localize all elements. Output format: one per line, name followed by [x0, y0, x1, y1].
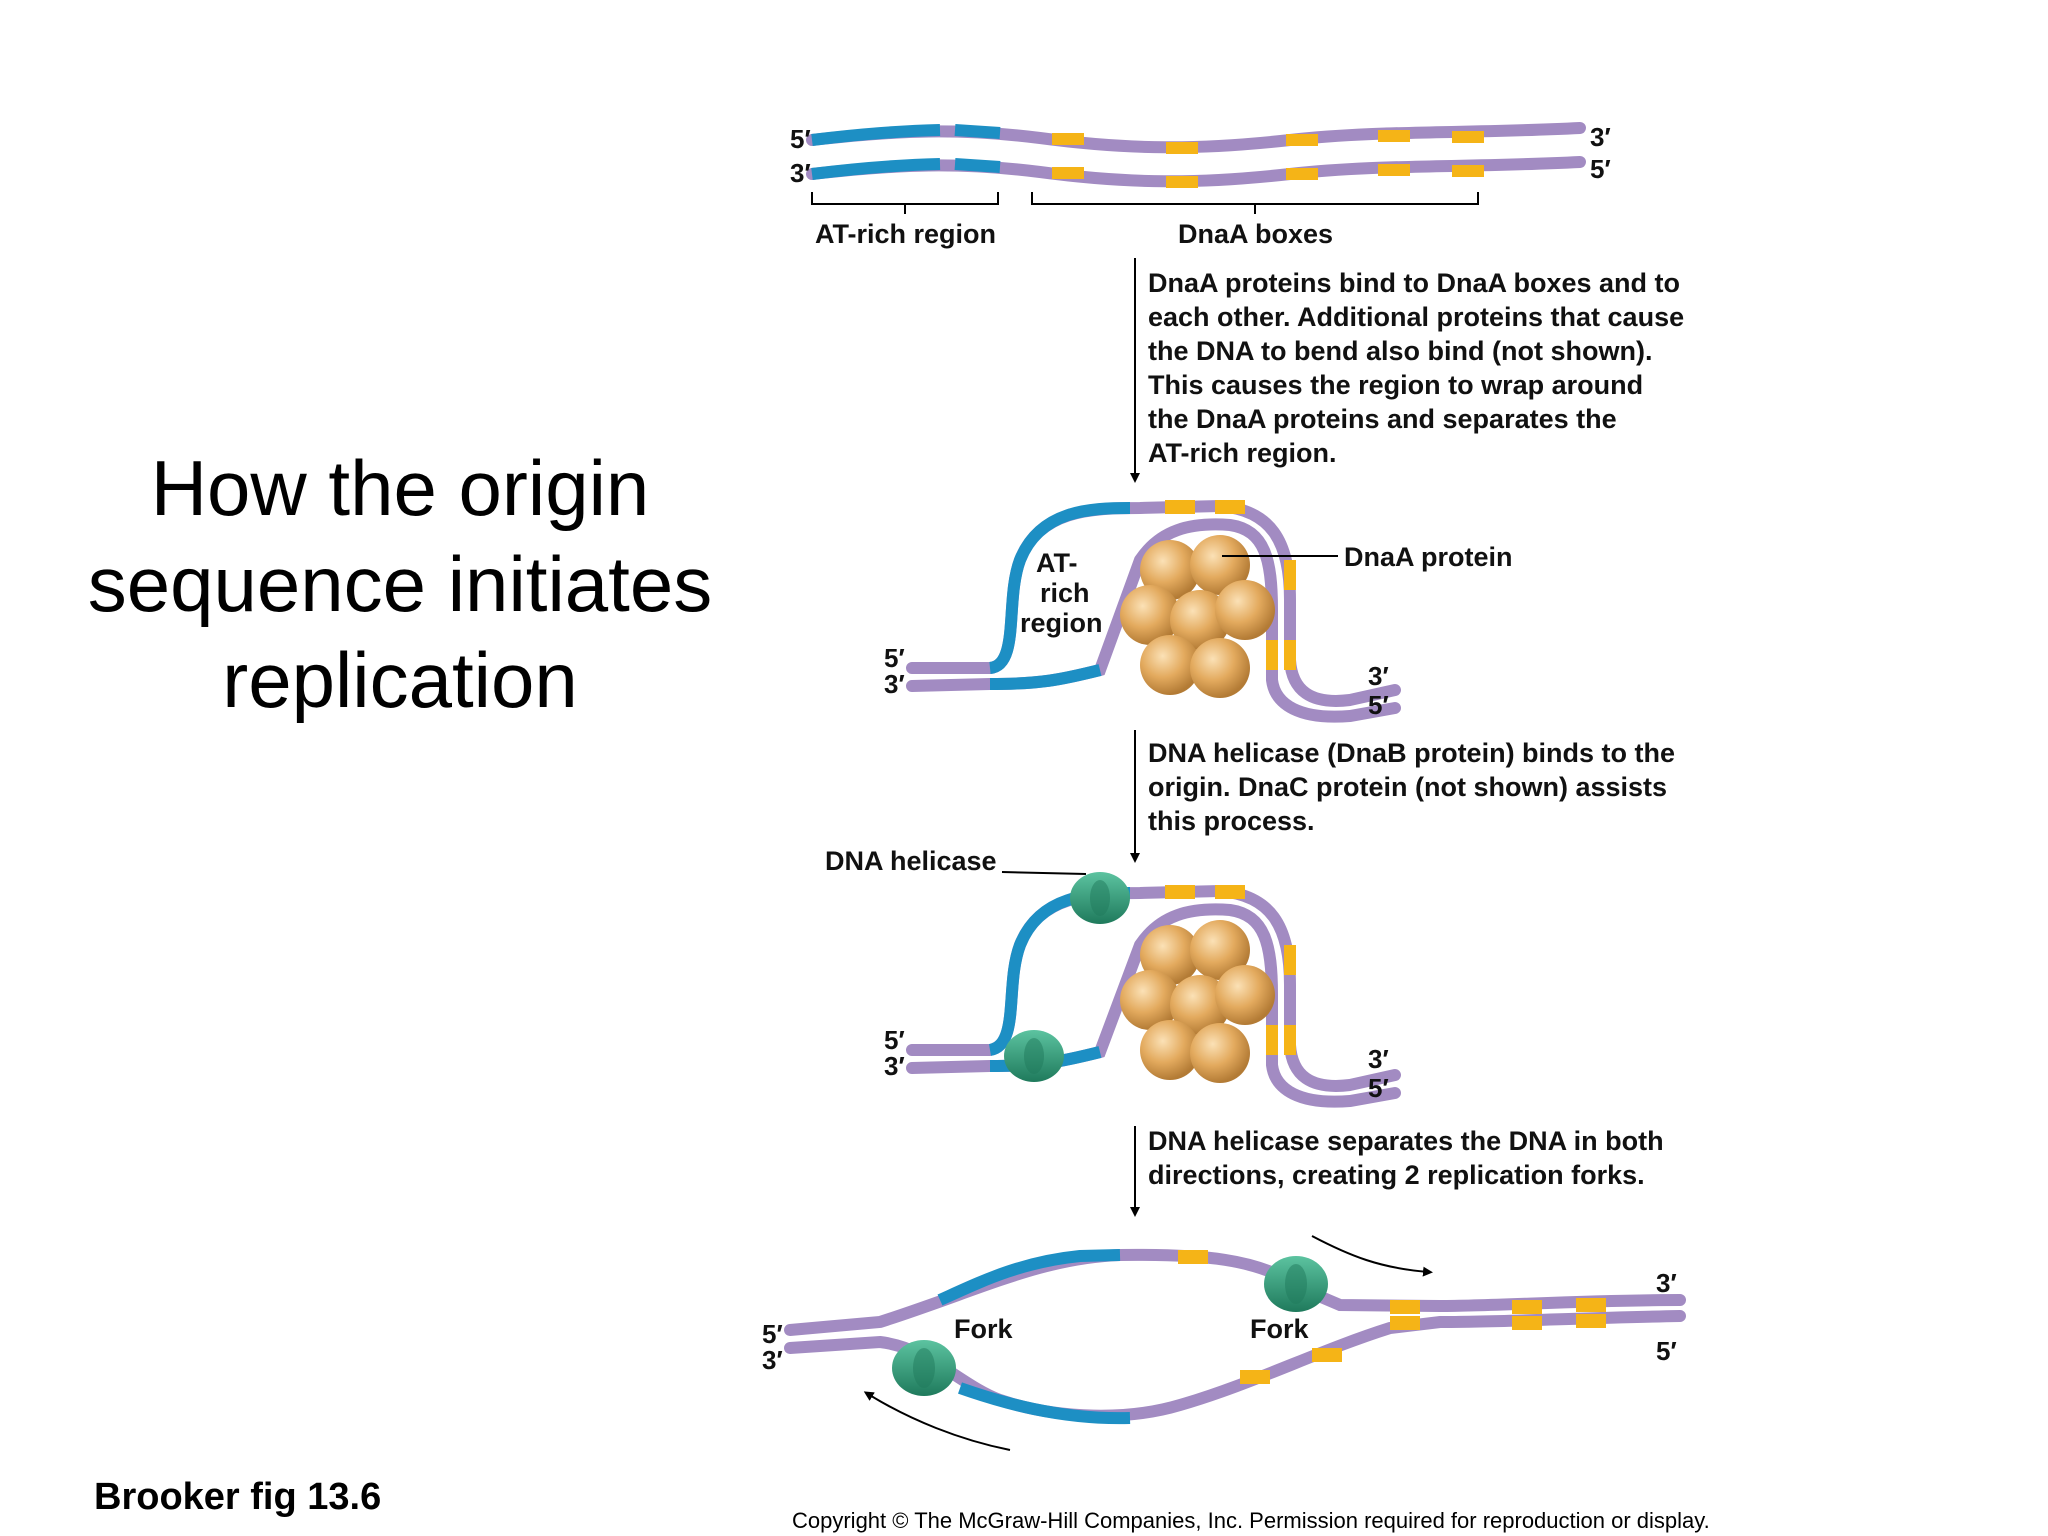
title-line-2: sequence initiates: [87, 540, 713, 628]
stage3-3prime-right: 3′: [1368, 1044, 1389, 1074]
dnaa-protein-label: DnaA protein: [1344, 542, 1513, 572]
stage2-3prime-left: 3′: [884, 669, 905, 699]
at-rich-bracket: [811, 192, 999, 214]
stage2-dnaa-protein-cluster: [1120, 535, 1275, 698]
stage1-3prime-left: 3′: [790, 158, 811, 188]
stage3-dnaa-boxes: [1165, 885, 1296, 1055]
stage3-helicase-top: [1070, 872, 1130, 924]
step-1-text: DnaA proteins bind to DnaA boxes and to …: [1148, 268, 1689, 468]
stage-2-dna: AT- rich region DnaA protein 5′ 3′ 3′ 5′: [884, 499, 1513, 723]
stage1-3prime-right: 3′: [1590, 122, 1611, 152]
stage4-3prime-left: 3′: [762, 1345, 783, 1375]
stage-4-dna: Fork Fork 5′ 3′ 3′ 5′: [762, 1235, 1686, 1451]
stage1-5prime-right: 5′: [1590, 154, 1611, 184]
stage4-5prime-right: 5′: [1656, 1336, 1677, 1366]
stage3-5prime-left: 5′: [884, 1025, 905, 1055]
stage4-dnaa-boxes: [1178, 1250, 1606, 1384]
dna-helicase-label: DNA helicase: [825, 846, 997, 876]
dnaa-boxes-bracket: [1031, 192, 1479, 214]
fork-left-direction-arrow: [863, 1391, 1011, 1451]
stage2-dnaa-boxes: [1165, 500, 1296, 670]
stage-3-dna: DNA helicase 5′ 3′ 3′ 5′: [825, 846, 1401, 1108]
fork-left-label: Fork: [954, 1314, 1013, 1344]
stage4-3prime-right: 3′: [1656, 1268, 1677, 1298]
fork-right-direction-arrow: [1311, 1235, 1433, 1277]
dnaa-box-segments: [1052, 130, 1484, 188]
stage4-5prime-left: 5′: [762, 1319, 783, 1349]
copyright-notice: Copyright © The McGraw-Hill Companies, I…: [792, 1508, 1710, 1533]
stage4-helicase-left: [892, 1340, 956, 1396]
dnaa-boxes-label: DnaA boxes: [1178, 219, 1333, 249]
slide-title: How the origin sequence initiates replic…: [40, 440, 760, 728]
stage2-5prime-right: 5′: [1368, 690, 1389, 720]
stage2-at-rich-label: AT- rich region: [1020, 548, 1103, 638]
figure-reference: Brooker fig 13.6: [94, 1476, 382, 1518]
at-rich-region-label: AT-rich region: [815, 219, 996, 249]
at-rich-segments: [811, 124, 1001, 180]
stage3-5prime-right: 5′: [1368, 1073, 1389, 1103]
stage-1-dna: 5′ 3′ 3′ 5′ AT-rich region DnaA boxes: [790, 122, 1611, 249]
stage2-5prime-left: 5′: [884, 643, 905, 673]
stage3-helicase-bottom: [1004, 1030, 1064, 1082]
helicase-leader: [1001, 871, 1087, 875]
stage3-3prime-left: 3′: [884, 1051, 905, 1081]
stage2-3prime-right: 3′: [1368, 661, 1389, 691]
step-2-text: DNA helicase (DnaB protein) binds to the…: [1148, 738, 1680, 836]
title-line-3: replication: [222, 636, 578, 724]
stage4-helicase-right: [1264, 1256, 1328, 1312]
step-3-text: DNA helicase separates the DNA in both d…: [1148, 1126, 1668, 1190]
stage1-5prime-left: 5′: [790, 124, 811, 154]
title-line-1: How the origin: [150, 444, 650, 532]
stage3-dnaa-protein-cluster: [1120, 920, 1275, 1083]
fork-right-label: Fork: [1250, 1314, 1309, 1344]
